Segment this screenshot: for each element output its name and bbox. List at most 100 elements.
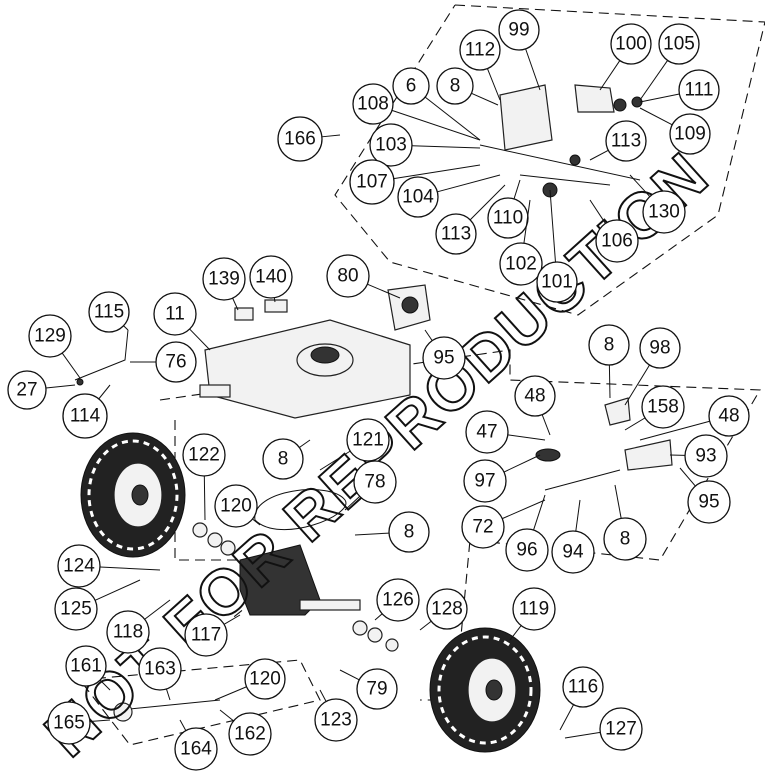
- callout-leader-line: [599, 60, 621, 91]
- part-callout: 130: [629, 174, 686, 234]
- callout-circle: [349, 159, 395, 205]
- callout-number: 114: [70, 406, 101, 427]
- callout-circle: [642, 190, 686, 234]
- callout-number: 113: [611, 131, 641, 152]
- callout-circle: [7, 370, 47, 410]
- callout-number: 8: [604, 335, 615, 356]
- callout-leader-line: [679, 467, 696, 487]
- part-callout: 123: [314, 689, 358, 742]
- part-callout: 98: [624, 327, 681, 406]
- callout-number: 119: [519, 599, 549, 620]
- callout-circle: [551, 530, 595, 574]
- callout-number: 118: [113, 622, 143, 643]
- part-callout: 111: [639, 69, 720, 111]
- callout-leader-line: [123, 325, 129, 331]
- callout-leader-line: [203, 475, 206, 521]
- callout-leader-line: [614, 484, 622, 519]
- callout-leader-line: [321, 134, 341, 138]
- callout-circle: [514, 375, 556, 417]
- callout-circle: [505, 528, 549, 572]
- bottom-cable: [113, 699, 221, 722]
- callout-circle: [314, 698, 358, 742]
- callout-number: 165: [53, 713, 85, 734]
- callout-leader-line: [575, 499, 581, 532]
- callout-number: 163: [144, 659, 176, 680]
- callout-circle: [392, 67, 430, 105]
- part-callout: 124: [57, 544, 161, 588]
- callout-leader-line: [98, 384, 111, 400]
- callout-leader-line: [589, 199, 606, 224]
- callout-leader-line: [393, 164, 481, 180]
- callout-circle: [228, 712, 272, 756]
- callout-circle: [249, 255, 293, 299]
- callout-number: 122: [188, 445, 220, 466]
- part-callout: 93: [669, 434, 728, 478]
- part-callout: 95: [679, 467, 731, 524]
- callout-circle: [356, 668, 398, 710]
- callout-number: 47: [476, 422, 497, 443]
- part-callout: 140: [249, 255, 293, 303]
- callout-circle: [588, 324, 630, 366]
- belt: [254, 489, 347, 531]
- callout-leader-line: [486, 68, 501, 101]
- callout-circle: [605, 120, 647, 162]
- callout-circle: [708, 395, 750, 437]
- part-callout: 122: [182, 433, 226, 521]
- callout-leader-line: [624, 417, 646, 431]
- callout-circle: [182, 433, 226, 477]
- callout-number: 78: [364, 472, 385, 493]
- part-callout: 78: [344, 460, 397, 511]
- callout-leader-line: [471, 92, 499, 106]
- callout-leader-line: [509, 625, 522, 641]
- callout-circle: [262, 438, 304, 480]
- transmission: [192, 522, 361, 616]
- callout-leader-line: [629, 174, 651, 197]
- callout-number: 166: [284, 129, 316, 150]
- callout-circle: [388, 511, 430, 553]
- callout-leader-line: [319, 689, 327, 702]
- callout-circle: [536, 261, 578, 303]
- callout-circle: [397, 176, 439, 218]
- callout-leader-line: [559, 704, 575, 731]
- callout-leader-line: [374, 613, 383, 621]
- callout-leader-line: [507, 434, 546, 441]
- callout-leader-line: [219, 709, 234, 722]
- part-callout: 139: [202, 257, 246, 311]
- callout-number: 120: [249, 669, 281, 690]
- callout-circle: [28, 314, 72, 358]
- callout-circle: [641, 385, 685, 429]
- callout-leader-line: [503, 454, 541, 473]
- callout-number: 158: [647, 397, 679, 418]
- part-callout: 106: [589, 199, 639, 263]
- callout-circle: [487, 197, 529, 239]
- callout-number: 106: [601, 231, 633, 252]
- part-callout: 118: [106, 599, 171, 654]
- callout-leader-line: [223, 614, 241, 625]
- callout-number: 121: [352, 430, 384, 451]
- callout-leader-line: [367, 283, 401, 299]
- callout-leader-line: [549, 189, 556, 263]
- callout-leader-line: [61, 352, 81, 379]
- callout-leader-line: [391, 109, 481, 141]
- callout-leader-line: [624, 364, 650, 406]
- part-callout: 164: [174, 719, 218, 771]
- part-callout: 8: [436, 67, 499, 106]
- callout-number: 130: [648, 202, 680, 223]
- part-callout: 166: [277, 116, 341, 162]
- callout-number: 105: [663, 34, 695, 55]
- callout-leader-line: [99, 566, 161, 571]
- part-callout: 8: [603, 484, 647, 561]
- callout-number: 139: [208, 269, 240, 290]
- left-lever: [74, 329, 129, 386]
- callout-leader-line: [89, 719, 111, 722]
- callout-number: 48: [524, 386, 545, 407]
- part-callout: 48: [514, 375, 556, 436]
- callout-leader-line: [533, 494, 546, 531]
- callout-number: 161: [70, 656, 102, 677]
- callout-circle: [687, 480, 731, 524]
- part-callout: 96: [505, 494, 549, 572]
- part-callout: 161: [65, 645, 111, 691]
- callout-circle: [277, 116, 323, 162]
- callout-number: 126: [382, 590, 414, 611]
- callout-number: 102: [505, 254, 537, 275]
